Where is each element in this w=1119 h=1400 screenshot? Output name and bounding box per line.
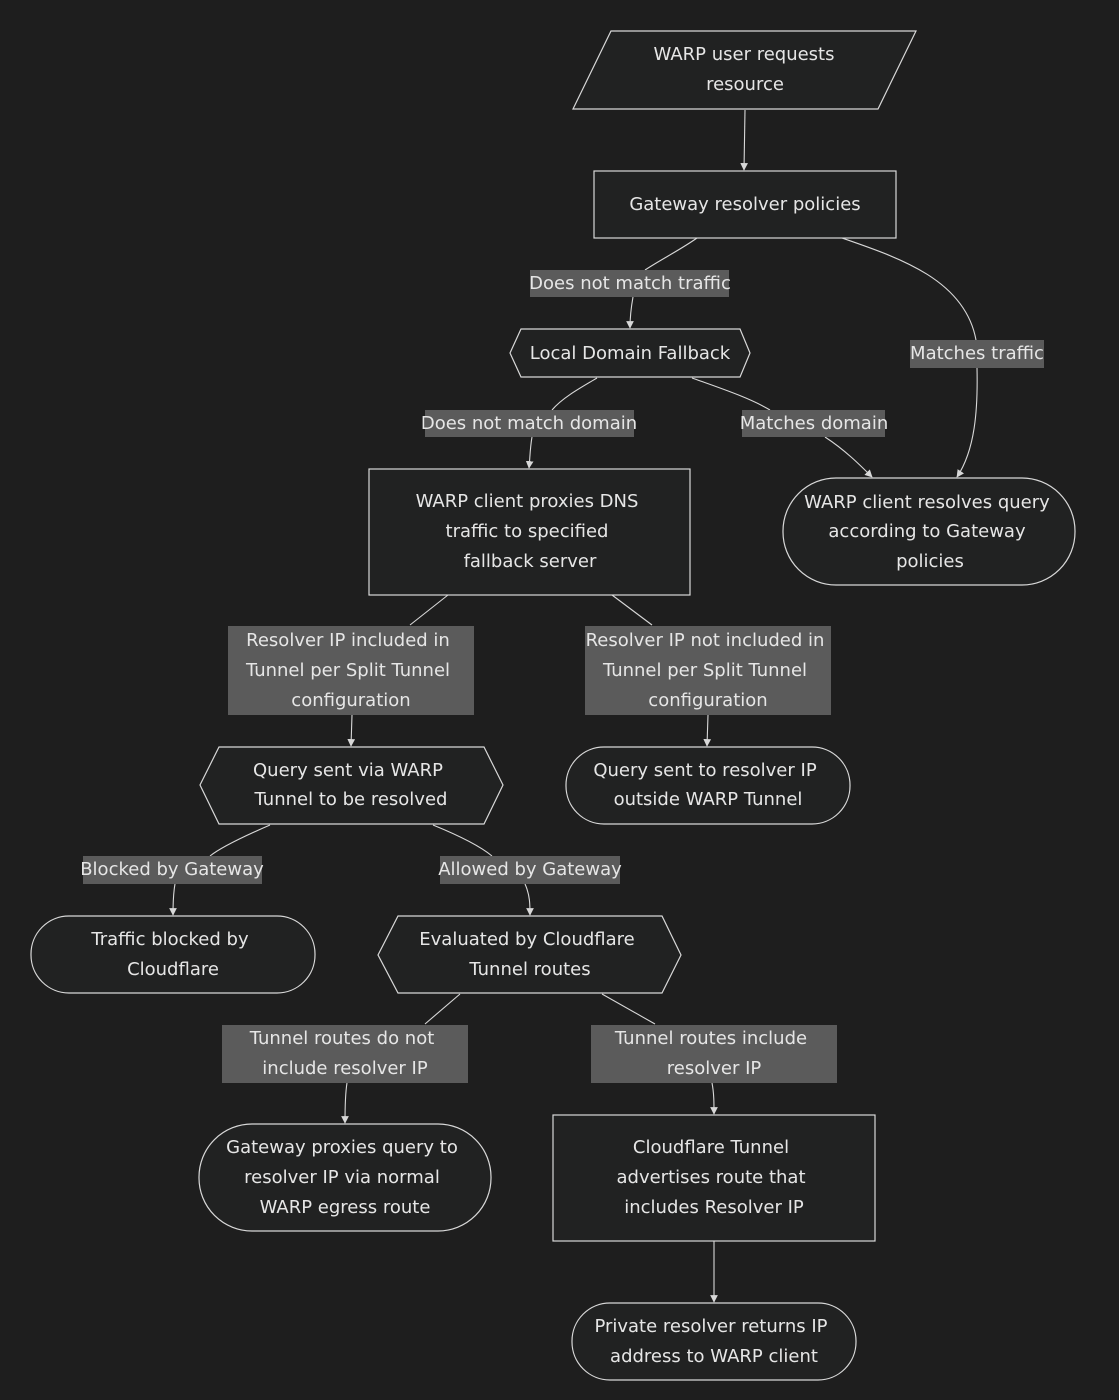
edge-ldf-to-proxies <box>529 377 598 468</box>
edge-label-text: Allowed by Gateway <box>438 859 622 880</box>
node-query-outside-tunnel <box>565 746 851 825</box>
edge-label-text: include resolver IP <box>262 1058 428 1079</box>
node-evaluated-tunnel-routes <box>377 915 682 994</box>
node-traffic-blocked <box>30 915 316 994</box>
label-does-not-match-domain <box>425 410 634 437</box>
node-text: resolver IP via normal <box>244 1167 440 1188</box>
edge-label-text: Blocked by Gateway <box>80 859 264 880</box>
edge-proxies-to-tunnel <box>351 594 449 746</box>
node-text: resource <box>706 74 784 95</box>
edge-label-text: configuration <box>648 690 767 711</box>
node-warp-user-requests <box>572 30 917 110</box>
node-text: advertises route that <box>616 1167 805 1188</box>
node-text: Query sent to resolver IP <box>593 760 816 781</box>
label-tunnel-routes-do-not-include <box>222 1025 468 1083</box>
edge-evaluated-to-gateway <box>345 993 461 1123</box>
node-text: address to WARP client <box>610 1346 818 1367</box>
edge-label-text: Resolver IP not included in <box>586 630 825 651</box>
edge-label-text: Matches traffic <box>910 343 1044 364</box>
edge-label-text: resolver IP <box>667 1058 762 1079</box>
node-text: Local Domain Fallback <box>530 343 731 364</box>
node-warp-client-resolves <box>782 477 1076 586</box>
edge-evaluated-to-advertises <box>601 993 714 1114</box>
node-text: Cloudflare <box>127 959 219 980</box>
edge-label-text: Tunnel per Split Tunnel <box>245 660 450 681</box>
node-text: WARP client resolves query <box>804 492 1050 513</box>
edge-ldf-to-resolves <box>691 377 872 477</box>
edge-tunnel-to-evaluated <box>432 824 530 915</box>
node-text: Traffic blocked by <box>90 929 249 950</box>
label-tunnel-routes-include <box>591 1025 837 1083</box>
node-text: Gateway resolver policies <box>629 194 860 215</box>
node-warp-client-proxies <box>368 468 691 596</box>
edge-lines <box>173 109 978 1303</box>
node-text: Gateway proxies query to <box>226 1137 458 1158</box>
edge-label-text: configuration <box>291 690 410 711</box>
node-text: according to Gateway <box>828 521 1026 542</box>
edge-labels <box>83 270 1044 1083</box>
edge-label-text: Resolver IP included in <box>246 630 450 651</box>
edge-gateway-to-resolves <box>841 237 978 477</box>
text-layer: WARP user requests resource Gateway reso… <box>80 44 1050 1367</box>
node-text: Cloudflare Tunnel <box>633 1137 789 1158</box>
node-text: Tunnel routes <box>468 959 590 980</box>
edge-proxies-to-outside <box>611 594 708 746</box>
node-text: WARP egress route <box>260 1197 431 1218</box>
label-resolver-ip-not-included <box>585 626 831 715</box>
node-text: WARP user requests <box>654 44 835 65</box>
edge-tunnel-to-blocked <box>173 824 271 915</box>
node-private-resolver-returns <box>571 1302 857 1381</box>
node-text: Evaluated by Cloudflare <box>419 929 634 950</box>
node-tunnel-advertises-route <box>552 1114 876 1242</box>
edge-gateway-to-ldf <box>630 237 698 328</box>
node-text: Query sent via WARP <box>253 760 443 781</box>
node-text: WARP client proxies DNS <box>416 491 639 512</box>
edge-label-text: Tunnel routes include <box>614 1028 807 1049</box>
node-text: Private resolver returns IP <box>594 1316 827 1337</box>
label-matches-domain <box>742 410 885 437</box>
edge-user-to-gateway <box>740 109 748 171</box>
edge-label-text: Does not match traffic <box>529 273 731 294</box>
label-allowed-by-gateway <box>440 856 620 884</box>
node-gateway-resolver-policies <box>593 170 897 239</box>
edge-label-text: Matches domain <box>740 413 889 434</box>
node-text: fallback server <box>464 551 597 572</box>
node-gateway-proxies-query <box>198 1123 492 1232</box>
node-query-via-tunnel <box>199 746 504 825</box>
label-does-not-match-traffic <box>530 270 729 297</box>
edge-label-text: Does not match domain <box>421 413 637 434</box>
node-text: policies <box>896 551 964 572</box>
edge-label-text: Tunnel per Split Tunnel <box>602 660 807 681</box>
label-blocked-by-gateway <box>83 856 262 884</box>
node-text: traffic to specified <box>446 521 609 542</box>
node-text: outside WARP Tunnel <box>614 789 803 810</box>
nodes <box>30 30 1076 1381</box>
node-text: includes Resolver IP <box>624 1197 804 1218</box>
node-local-domain-fallback <box>509 328 751 378</box>
node-text: Tunnel to be resolved <box>254 789 448 810</box>
label-resolver-ip-included <box>228 626 474 715</box>
label-matches-traffic <box>910 340 1044 368</box>
edge-label-text: Tunnel routes do not <box>249 1028 435 1049</box>
